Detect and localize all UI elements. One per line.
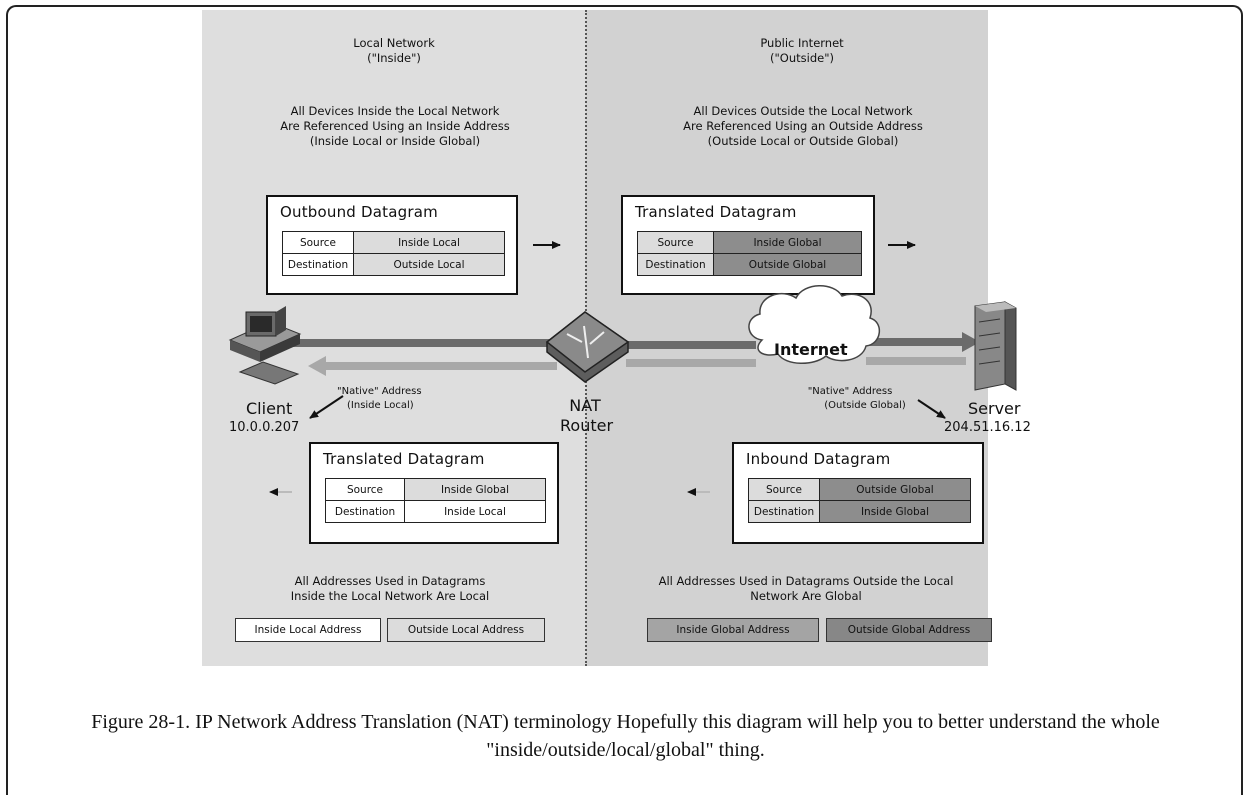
outbound-flow-left — [285, 339, 557, 347]
outbound-flow-right-2 — [868, 338, 968, 346]
client-ip: 10.0.0.207 — [229, 420, 300, 435]
left-header: Local Network("Inside") — [353, 36, 435, 65]
figure-frame — [6, 5, 1243, 795]
translated-datagram-outbound-title: Translated Datagram — [635, 203, 797, 221]
server-native-pointer — [917, 399, 946, 419]
inbound-flow-right — [866, 357, 966, 365]
legend-outside-local: Outside Local Address — [387, 618, 545, 642]
legend-outside-global: Outside Global Address — [826, 618, 992, 642]
server-label: Server — [968, 399, 1021, 418]
figure-caption: Figure 28-1. IP Network Address Translat… — [91, 711, 1160, 761]
internet-label: Internet — [774, 340, 848, 359]
inbound-datagram-title: Inbound Datagram — [746, 450, 891, 468]
inbound-flow-left — [320, 362, 557, 370]
inbound-flow-arrowhead — [308, 356, 326, 376]
client-native-address: "Native" Address(Inside Local) — [337, 386, 422, 411]
inbound-flow-mid — [626, 359, 756, 367]
translated-datagram-inbound-title: Translated Datagram — [323, 450, 485, 468]
right-header: Public Internet("Outside") — [760, 36, 844, 65]
server-icon — [974, 301, 1017, 391]
outbound-flow-right — [626, 341, 756, 349]
client-computer-icon — [228, 306, 302, 385]
legend-inside-global: Inside Global Address — [647, 618, 819, 642]
outbound-datagram-title: Outbound Datagram — [280, 203, 438, 221]
internet-cloud-icon — [748, 285, 880, 364]
legend-inside-local: Inside Local Address — [235, 618, 381, 642]
nat-router-icon — [545, 311, 630, 383]
outbound-flow-arrowhead — [962, 332, 980, 352]
client-native-pointer — [309, 395, 344, 419]
client-label: Client — [246, 399, 293, 418]
right-footer: All Addresses Used in Datagrams Outside … — [658, 574, 954, 603]
server-native-address: "Native" Address(Outside Global) — [807, 386, 906, 411]
server-ip: 204.51.16.12 — [944, 420, 1031, 435]
